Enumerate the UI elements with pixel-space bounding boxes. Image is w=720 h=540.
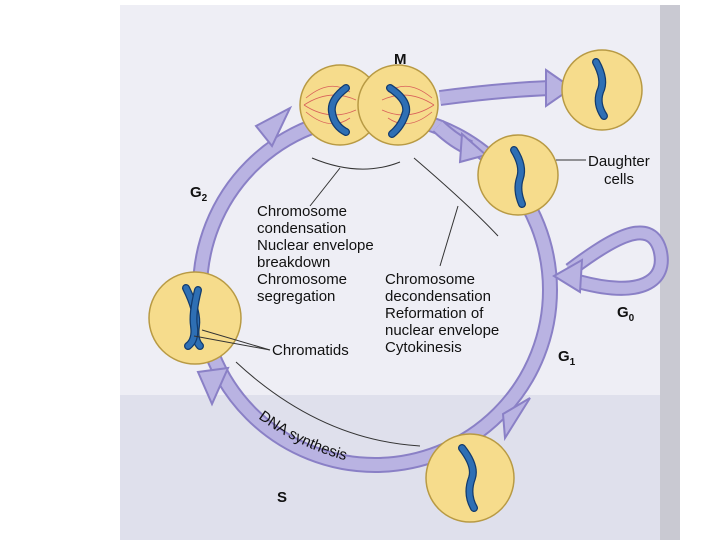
telophase-event-line: Cytokinesis bbox=[385, 339, 462, 356]
m-phase-label: M bbox=[394, 51, 407, 68]
telophase-events-pointer bbox=[439, 205, 459, 267]
daughter-cell-lower-icon bbox=[477, 134, 559, 216]
telophase-event-line: Reformation of bbox=[385, 305, 484, 322]
arrowhead-g1-icon bbox=[501, 397, 531, 442]
telophase-event-line: decondensation bbox=[385, 288, 491, 305]
arrow-to-daughter-top-fill bbox=[439, 82, 551, 104]
s-phase-cell-icon bbox=[425, 433, 515, 523]
g0-loop-fill bbox=[566, 227, 667, 294]
mitosis-event-line: Chromosome bbox=[257, 271, 347, 288]
arrowhead-s-icon bbox=[196, 366, 230, 407]
mitosis-bracket-arc bbox=[311, 157, 401, 170]
chromosome-icon bbox=[459, 445, 477, 511]
mitosis-event-line: segregation bbox=[257, 288, 335, 305]
chromosome-icon bbox=[387, 85, 409, 137]
chromosome-icon bbox=[593, 59, 607, 119]
telophase-event-line: nuclear envelope bbox=[385, 322, 499, 339]
arrowhead-daughter-top-icon bbox=[545, 68, 574, 108]
chromatids-pointer bbox=[193, 335, 271, 351]
g1-phase-label: G1 bbox=[558, 348, 576, 368]
daughter-cells-line: Daughter bbox=[588, 153, 650, 170]
mitosis-event-line: Chromosome bbox=[257, 203, 347, 220]
telophase-bracket-arc bbox=[413, 157, 499, 237]
right-edge-shadow bbox=[660, 5, 680, 540]
s-phase-bracket-arc bbox=[235, 361, 421, 447]
telophase-events-label: Chromosome decondensation Reformation of… bbox=[385, 271, 503, 356]
g0-arrowhead-icon bbox=[552, 258, 584, 294]
daughter-cells-label: Daughter cells bbox=[588, 153, 654, 188]
daughter-cell-top-icon bbox=[561, 49, 643, 131]
g2-cell-icon bbox=[148, 271, 242, 365]
g2-phase-label: G2 bbox=[190, 184, 208, 204]
mitosis-event-line: breakdown bbox=[257, 254, 330, 271]
s-phase-label: S bbox=[277, 489, 287, 506]
daughter-cells-line: cells bbox=[604, 171, 634, 188]
mitosis-events-pointer bbox=[309, 167, 341, 207]
chromosome-icon bbox=[329, 85, 349, 135]
arrowhead-daughter-lower-icon bbox=[458, 131, 489, 164]
mitosis-event-line: Nuclear envelope bbox=[257, 237, 374, 254]
g0-phase-label: G0 bbox=[617, 304, 635, 324]
chromatids-pointer bbox=[201, 329, 271, 351]
chromatids-label: Chromatids bbox=[272, 342, 349, 359]
chromosome-icon bbox=[182, 284, 204, 350]
mitosis-event-line: condensation bbox=[257, 220, 346, 237]
telophase-event-line: Chromosome bbox=[385, 271, 475, 288]
chromosome-icon bbox=[511, 147, 525, 207]
mitosis-events-label: Chromosome condensation Nuclear envelope… bbox=[257, 203, 378, 305]
arrowhead-g2-icon bbox=[254, 105, 293, 148]
mitotic-cell-icon bbox=[299, 64, 439, 146]
